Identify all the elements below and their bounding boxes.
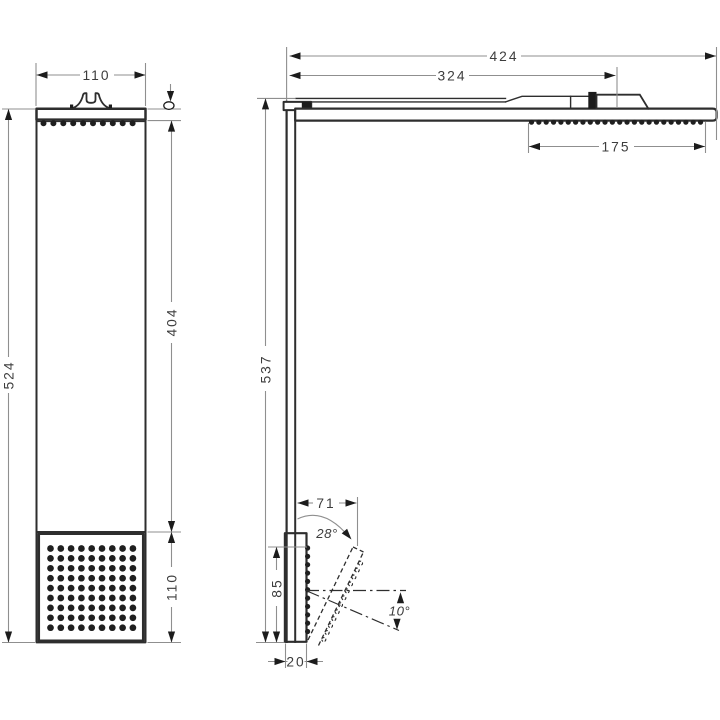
dim-side-body-offset: 71 (297, 496, 359, 546)
dim-side-panel-depth: 20 (268, 643, 323, 669)
tilted-body-nozzles-dashed (321, 560, 364, 643)
front-top-plate (35, 107, 147, 121)
dim-label-tilt-angle: 28° (315, 526, 337, 541)
dim-label-front-overall-height: 524 (1, 360, 16, 389)
dim-label-front-width: 110 (83, 68, 111, 83)
dim-label-body-height: 85 (269, 578, 284, 597)
plate-thickness-marker (147, 84, 181, 122)
dim-side-overall-height: 537 (256, 97, 295, 644)
bracket-foot-left (70, 104, 74, 109)
dim-front-lower-height: 110 (147, 532, 181, 644)
dim-label-panel-depth: 20 (286, 654, 305, 669)
dim-front-overall-height: 524 (1, 108, 35, 644)
side-view (282, 47, 718, 646)
housing-a-top (504, 95, 589, 103)
front-view (35, 92, 147, 644)
dim-label-side-overall-height: 537 (258, 354, 273, 383)
dim-label-spray-angle: 10° (389, 603, 410, 618)
small-gap-oval (163, 101, 175, 111)
tilted-body-dashed (307, 546, 365, 646)
front-overhead-nozzle-bumps (40, 120, 136, 127)
bracket-foot-right (108, 104, 112, 109)
dim-label-spray-length: 175 (601, 139, 630, 154)
dim-side-spray-length: 175 (527, 122, 707, 154)
dim-side-overall-depth: 424 (289, 47, 718, 140)
spray-centerline-angled (306, 590, 400, 632)
mounting-bracket (69, 92, 113, 110)
control-tab (588, 91, 597, 109)
front-view-dimensions: 110 524 404 (1, 63, 181, 644)
dim-side-body-height: 85 (268, 546, 307, 643)
control-housing (595, 93, 650, 110)
dim-side-spray-angle: 10° (389, 592, 410, 630)
overhead-spray-nozzles (528, 119, 704, 125)
dim-front-width: 110 (35, 63, 147, 106)
overhead-plate (294, 107, 718, 122)
dim-label-front-lower-height: 110 (164, 573, 179, 601)
label-backing (287, 654, 305, 668)
dim-side-control-depth: 324 (289, 67, 618, 107)
dim-label-front-upper-height: 404 (164, 307, 179, 336)
dim-label-overall-depth: 424 (489, 49, 518, 64)
lower-body-nozzles (305, 545, 311, 635)
dim-front-upper-height: 404 (147, 120, 181, 533)
lower-spray-nozzle-grid (47, 545, 137, 632)
dim-label-body-offset: 71 (316, 496, 335, 511)
top-cap-connector (301, 101, 312, 111)
dim-side-tilt-angle: 28° (297, 514, 352, 541)
dim-label-control-depth: 324 (437, 68, 466, 83)
side-view-dimensions: 424 324 175 537 (256, 47, 718, 669)
